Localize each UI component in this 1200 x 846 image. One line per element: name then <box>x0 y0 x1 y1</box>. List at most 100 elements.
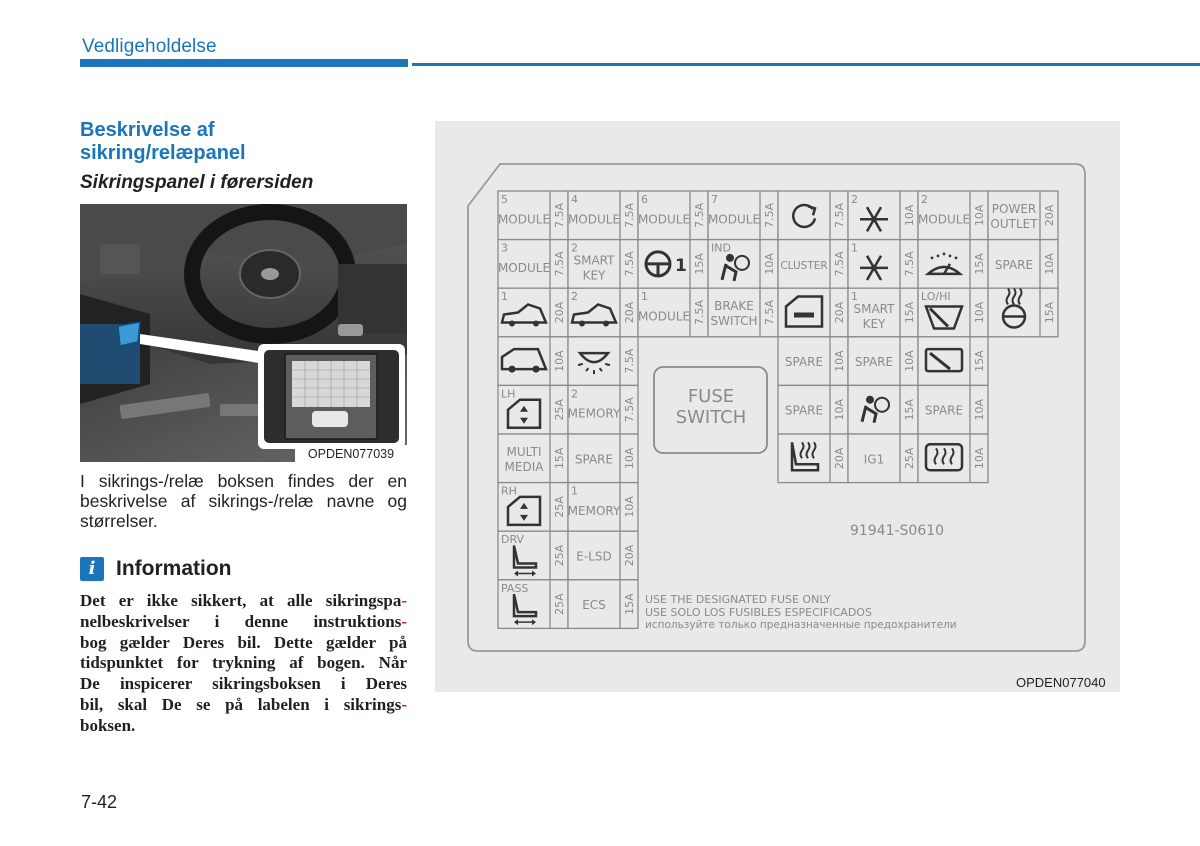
part-number: 91941-S0610 <box>850 523 944 539</box>
fuse-number: 2 <box>851 193 858 206</box>
fuse-amperage: 20A <box>553 301 566 323</box>
fuse-amperage: 15A <box>903 398 916 420</box>
fuse-label: OUTLET <box>990 217 1038 231</box>
fuse-amperage: 10A <box>833 398 846 420</box>
fuse-amperage: 20A <box>833 447 846 469</box>
fuse-amperage: 15A <box>1043 301 1056 323</box>
section-title-line: Beskrivelse af <box>80 119 215 141</box>
fuse-number: 6 <box>641 193 648 206</box>
information-line: Det er ikke sikkert, at alle sikringspa- <box>80 591 407 610</box>
fuse-amperage: 15A <box>553 447 566 469</box>
information-heading: i Information <box>80 556 232 582</box>
fuse-amperage: 7.5A <box>693 202 706 227</box>
fuse-amperage: 10A <box>903 350 916 372</box>
fuse-amperage: 10A <box>763 253 776 275</box>
snowflake-icon <box>860 206 888 233</box>
fuse-amperage: 10A <box>973 447 986 469</box>
rear-wiper-icon <box>924 347 964 373</box>
suv-icon <box>500 347 548 373</box>
header-rule-thick <box>80 59 408 67</box>
fuse-label: MODULE <box>498 261 550 275</box>
fuse-label: MODULE <box>918 212 970 226</box>
fuse-amperage: 25A <box>903 447 916 469</box>
seat-heater-icon <box>790 441 820 472</box>
fuse-number: LO/HI <box>921 290 951 303</box>
fuse-cell: 10A <box>917 433 989 484</box>
fuse-number: 2 <box>571 387 578 400</box>
door-lock-icon <box>784 295 824 328</box>
body-text: I sikrings-/relæ boksen findes der en be… <box>80 471 407 531</box>
fuse-label: SPARE <box>785 404 823 418</box>
subsection-title: Sikringspanel i førersiden <box>80 172 314 193</box>
power-window-icon <box>506 495 542 527</box>
fuse-label: MULTI <box>506 445 541 459</box>
fuse-label: KEY <box>583 268 606 282</box>
fuse-amperage: 10A <box>973 398 986 420</box>
fuse-amperage: 7.5A <box>833 202 846 227</box>
fuse-number: 1 <box>571 485 578 498</box>
fuse-number: 7 <box>711 193 718 206</box>
fuse-number: RH <box>501 485 517 498</box>
fuse-label: MODULE <box>638 212 690 226</box>
fuse-label: SPARE <box>785 355 823 369</box>
fuse-amperage: 15A <box>693 253 706 275</box>
fuse-number: PASS <box>501 582 528 595</box>
driver-side-fuse-panel-photo <box>80 204 407 462</box>
fuse-label: CLUSTER <box>780 260 827 272</box>
airbag-icon <box>720 253 750 282</box>
fuse-label: MODULE <box>568 212 620 226</box>
fuse-number: 2 <box>571 290 578 303</box>
fuse-label: SWITCH <box>710 314 757 328</box>
warning-line: USE THE DESIGNATED FUSE ONLY <box>645 593 831 606</box>
fuse-cell: LO/HI 10A <box>917 287 989 338</box>
fuse-amperage: 7.5A <box>833 251 846 276</box>
room-lamp-icon <box>577 351 611 375</box>
fuse-cell: SPARE 10A <box>847 336 919 387</box>
fuse-cell: 15A <box>917 238 989 289</box>
fuse-label: SPARE <box>855 355 893 369</box>
fuse-amperage: 15A <box>973 350 986 372</box>
fuse-amperage: 10A <box>973 301 986 323</box>
information-text: Det er ikke sikkert, at alle sikringspa-… <box>80 591 407 737</box>
fuse-number: 1 <box>851 290 858 303</box>
snowflake-icon <box>860 255 888 281</box>
fuse-amperage: 10A <box>1043 253 1056 275</box>
airbag-icon <box>860 395 890 424</box>
page-number: 7-42 <box>81 792 118 812</box>
fuse-amperage: 20A <box>833 301 846 323</box>
fuse-amperage: 7.5A <box>623 348 636 373</box>
car-interior-illustration <box>80 204 407 462</box>
power-seat-icon <box>512 545 538 577</box>
fuse-amperage: 7.5A <box>553 202 566 227</box>
fuse-number: 4 <box>571 193 578 206</box>
fuse-amperage: 7.5A <box>623 251 636 276</box>
fuse-cell: 15A <box>987 287 1059 338</box>
panel-outline <box>467 163 1086 652</box>
fuse-label: MEDIA <box>505 460 545 474</box>
fuse-label: MEMORY <box>568 504 621 518</box>
fuse-label: MODULE <box>708 212 760 226</box>
fuse-switch-box <box>653 366 768 454</box>
fuse-label: ECS <box>582 598 606 612</box>
info-icon: i <box>80 557 104 581</box>
rear-defrost-icon <box>924 443 964 472</box>
information-title: Information <box>116 557 232 580</box>
car-lamp-icon <box>570 303 618 327</box>
